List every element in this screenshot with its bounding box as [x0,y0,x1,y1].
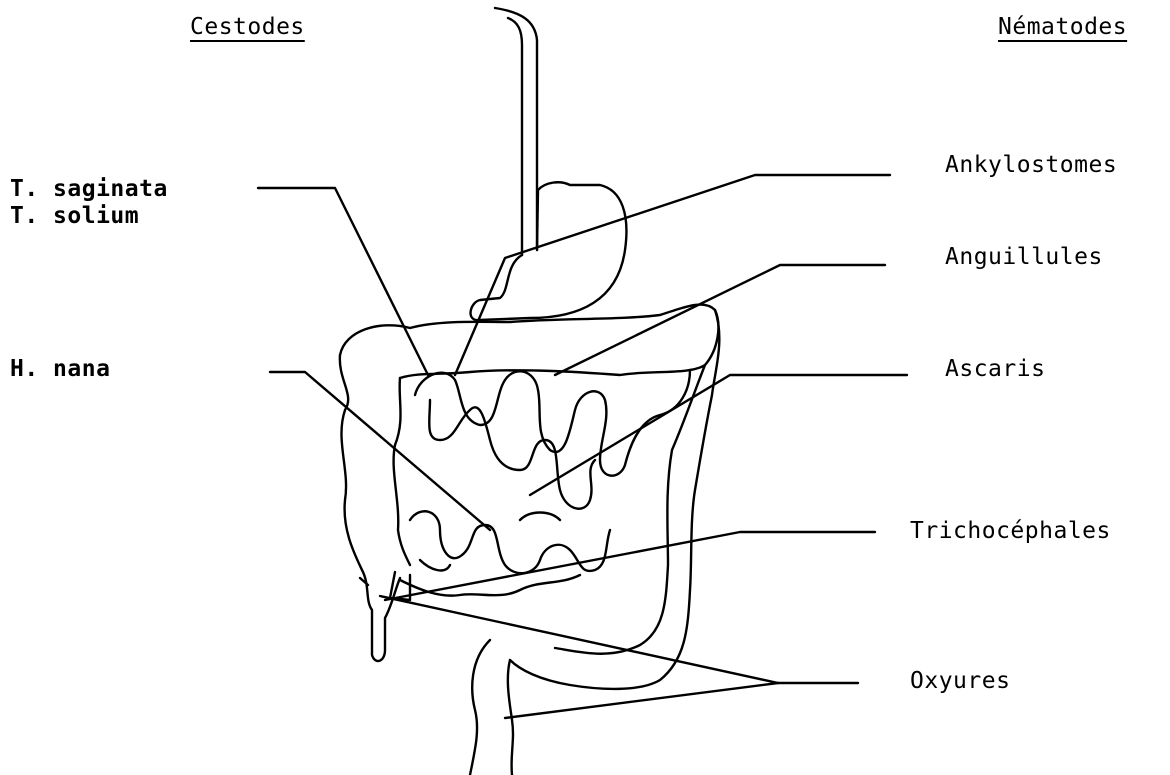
leader-oxyures-1 [380,596,778,683]
leader-trichocephales [385,532,875,600]
label-ascaris: Ascaris [945,356,1045,382]
rectum [470,640,513,775]
stomach [471,182,627,320]
leader-anguillules [555,265,885,375]
leader-ankylostomes [455,175,890,375]
small-intestine-loops-2 [429,400,595,509]
transverse-colon [340,305,718,378]
esophagus [495,8,537,255]
label-oxyures: Oxyures [910,668,1010,694]
header-cestodes: Cestodes [190,14,305,40]
small-intestine-loops-3 [410,511,610,573]
ascending-colon [340,355,400,661]
label-ankylostomes: Ankylostomes [945,152,1117,178]
label-h-nana: H. nana [10,356,110,382]
header-nematodes: Nématodes [998,14,1127,40]
ascending-colon-inner [394,378,410,565]
leader-oxyures-2 [505,683,778,718]
leader-h-nana [270,372,490,530]
label-t-solium: T. solium [10,203,139,229]
label-t-saginata: T. saginata [10,176,168,202]
label-anguillules: Anguillules [945,244,1103,270]
label-trichocephales: Trichocéphales [910,518,1111,544]
